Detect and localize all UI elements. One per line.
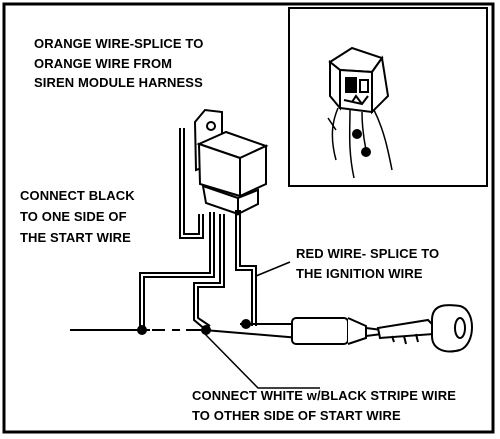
inset-detail: [288, 7, 488, 187]
orange-wire-label-line3: SIREN MODULE HARNESS: [34, 75, 203, 90]
white-wire-label-line2: TO OTHER SIDE OF START WIRE: [192, 408, 401, 423]
inset-box: [288, 7, 488, 187]
orange-wire-label-line2: ORANGE WIRE FROM: [34, 56, 172, 71]
red-wire-label-line1: RED WIRE- SPLICE TO: [296, 246, 439, 261]
outer-border: [2, 2, 495, 434]
black-wire-label-line3: THE START WIRE: [20, 230, 131, 245]
black-wire-label-line1: CONNECT BLACK: [20, 188, 135, 203]
black-wire: [139, 212, 211, 330]
white-wire-label-line1: CONNECT WHITE w/BLACK STRIPE WIRE: [192, 388, 456, 403]
red-wire-label-line2: THE IGNITION WIRE: [296, 266, 423, 281]
key-icon: [376, 304, 473, 353]
connector-plug-icon: [327, 46, 393, 179]
splice-dot-red: [241, 319, 251, 329]
orange-wire-label-line1: ORANGE WIRE-SPLICE TO: [34, 36, 203, 51]
splice-dot-black: [137, 325, 147, 335]
white-wire: [193, 214, 221, 331]
relay-icon: [193, 108, 269, 216]
labels: ORANGE WIRE-SPLICE TO ORANGE WIRE FROM S…: [20, 36, 456, 423]
splice-points: [137, 319, 251, 335]
red-wire: [235, 210, 253, 326]
orange-wire: [179, 128, 204, 239]
splice-dot-white: [201, 325, 211, 335]
ignition-switch-icon: [291, 317, 383, 345]
wires: [70, 128, 320, 389]
black-wire-label-line2: TO ONE SIDE OF: [20, 209, 127, 224]
